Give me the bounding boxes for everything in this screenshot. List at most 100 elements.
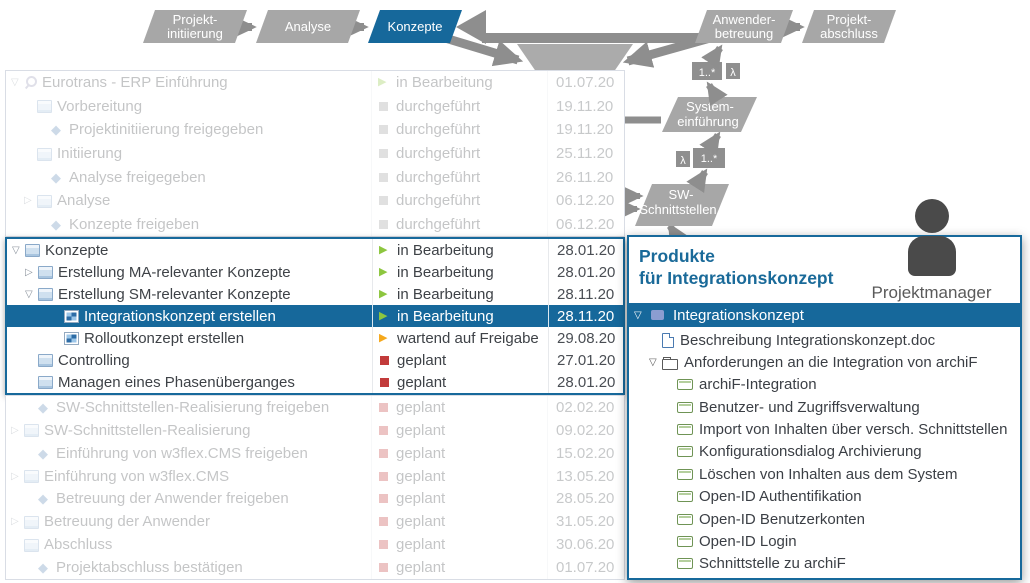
task-row[interactable]: Projektinitiierung freigegeben durchgefü…	[6, 118, 624, 142]
expander-icon[interactable]: ▷	[11, 470, 19, 482]
task-label: SW-Schnittstellen-Realisierung	[44, 421, 251, 439]
task-row[interactable]: ▽ Konzepte in Bearbeitung 28.01.20	[7, 239, 623, 261]
task-row[interactable]: SW-Schnittstellen-Realisierung freigeben…	[6, 396, 624, 419]
status-label: geplant	[397, 373, 447, 391]
status-icon	[379, 266, 392, 279]
product-root-row[interactable]: ▽ Integrationskonzept	[629, 303, 1020, 327]
task-label: Einführung von w3flex.CMS	[44, 467, 230, 485]
expander-icon[interactable]: ▽	[12, 244, 20, 256]
task-tree-section-past: ▽ Eurotrans - ERP Einführung in Bearbeit…	[5, 70, 625, 237]
product-label: Open-ID Benutzerkonten	[699, 510, 865, 528]
product-item[interactable]: Open-ID Login	[629, 530, 1020, 552]
task-row[interactable]: Abschluss geplant 30.06.20	[6, 533, 624, 557]
status-icon	[378, 515, 391, 528]
svg-text:einführung: einführung	[677, 114, 738, 129]
task-row[interactable]: ▽ Erstellung SM-relevanter Konzepte in B…	[7, 283, 623, 305]
product-icon	[677, 558, 693, 570]
product-root-icon	[651, 310, 664, 320]
task-label: Konzepte	[45, 241, 109, 259]
status-icon	[378, 123, 391, 136]
task-row[interactable]: Controlling geplant 27.01.20	[7, 349, 623, 371]
row-icon	[51, 171, 64, 184]
task-row[interactable]: Rolloutkonzept erstellen wartend auf Fre…	[7, 327, 623, 349]
task-row[interactable]: Betreuung der Anwender freigeben geplant…	[6, 487, 624, 511]
expander-icon[interactable]: ▷	[24, 195, 32, 207]
date-value: 09.02.20	[556, 421, 615, 439]
task-row[interactable]: ▷ Einführung von w3flex.CMS geplant 13.0…	[6, 464, 624, 488]
status-label: geplant	[396, 444, 446, 462]
expander-icon[interactable]: ▽	[649, 357, 657, 369]
phase-5[interactable]: Projekt- abschluss	[802, 10, 896, 43]
task-label: Projektinitiierung freigegeben	[69, 121, 264, 139]
status-label: in Bearbeitung	[397, 241, 494, 259]
task-row[interactable]: ▷ Betreuung der Anwender geplant 31.05.2…	[6, 510, 624, 534]
expander-icon[interactable]: ▷	[25, 266, 33, 278]
task-row[interactable]: ▽ Eurotrans - ERP Einführung in Bearbeit…	[6, 71, 624, 95]
date-value: 28.05.20	[556, 490, 615, 508]
expander-open-icon[interactable]: ▽	[634, 309, 642, 321]
task-row[interactable]: ▷ Analyse durchgeführt 06.12.20	[6, 188, 624, 213]
task-row[interactable]: Initiierung durchgeführt 25.11.20	[6, 141, 624, 166]
expander-icon[interactable]: ▷	[11, 516, 19, 528]
task-tree-section-future: SW-Schnittstellen-Realisierung freigeben…	[5, 395, 625, 580]
row-icon	[64, 309, 79, 323]
task-row[interactable]: Analyse freigegeben durchgeführt 26.11.2…	[6, 165, 624, 189]
product-icon	[662, 356, 678, 370]
status-label: durchgeführt	[396, 215, 481, 233]
product-item[interactable]: Löschen von Inhalten aus dem System	[629, 463, 1020, 485]
task-row[interactable]: Konzepte freigeben durchgeführt 06.12.20	[6, 212, 624, 237]
product-label: Open-ID Authentifikation	[699, 488, 862, 506]
svg-text:System-: System-	[686, 99, 734, 114]
realisierung-shape[interactable]	[517, 44, 633, 76]
task-row[interactable]: ▷ Erstellung MA-relevanter Konzepte in B…	[7, 261, 623, 283]
product-item[interactable]: Schnittstelle zu archiF	[629, 553, 1020, 575]
task-row[interactable]: Integrationskonzept erstellen in Bearbei…	[7, 305, 623, 327]
product-item[interactable]: Import von Inhalten über versch. Schnitt…	[629, 418, 1020, 440]
date-value: 30.06.20	[556, 536, 615, 554]
phase-2[interactable]: Analyse	[256, 10, 360, 43]
phase-label: Anwender- betreuung	[712, 11, 776, 41]
product-item[interactable]: Open-ID Benutzerkonten	[629, 508, 1020, 530]
phase-4[interactable]: Anwender- betreuung	[695, 10, 793, 43]
task-row[interactable]: Einführung von w3flex.CMS freigeben gepl…	[6, 441, 624, 465]
task-row[interactable]: ▷ SW-Schnittstellen-Realisierung geplant…	[6, 418, 624, 442]
status-icon	[378, 401, 391, 414]
task-row[interactable]: Projektabschluss bestätigen geplant 01.0…	[6, 556, 624, 579]
expander-icon[interactable]: ▽	[25, 288, 33, 300]
product-item[interactable]: Beschreibung Integrationskonzept.doc	[629, 329, 1020, 351]
expander-icon[interactable]: ▽	[11, 77, 19, 89]
row-icon	[37, 194, 52, 208]
status-icon	[378, 470, 391, 483]
svg-text:Schnittstellen: Schnittstellen	[639, 202, 716, 217]
product-icon	[677, 513, 693, 525]
task-row[interactable]: Managen eines Phasenüberganges geplant 2…	[7, 371, 623, 393]
system-einfuehrung-shape[interactable]	[662, 97, 757, 132]
phase-3[interactable]: Konzepte	[368, 10, 462, 43]
cardinality-box-upper-sym	[726, 63, 740, 79]
sw-schnittstellen-shape[interactable]	[635, 184, 729, 226]
product-item[interactable]: ▽ Anforderungen an die Integration von a…	[629, 351, 1020, 373]
expander-icon[interactable]: ▷	[11, 424, 19, 436]
feedback-bar	[482, 33, 700, 43]
product-icon	[677, 401, 693, 413]
status-label: durchgeführt	[396, 121, 481, 139]
task-row[interactable]: Vorbereitung durchgeführt 19.11.20	[6, 94, 624, 119]
status-label: in Bearbeitung	[397, 263, 494, 281]
task-label: Controlling	[58, 351, 130, 369]
date-value: 26.11.20	[556, 168, 614, 186]
row-icon	[51, 218, 64, 231]
row-icon	[24, 470, 39, 484]
phase-1[interactable]: Projekt- initiierung	[143, 10, 247, 43]
product-item[interactable]: Open-ID Authentifikation	[629, 486, 1020, 508]
product-item[interactable]: Konfigurationsdialog Archivierung	[629, 441, 1020, 463]
date-value: 28.11.20	[557, 307, 615, 325]
panel-title: Produkte für Integrationskonzept	[639, 245, 833, 289]
product-item[interactable]: Benutzer- und Zugriffsverwaltung	[629, 396, 1020, 418]
product-label: Benutzer- und Zugriffsverwaltung	[699, 398, 920, 416]
product-item[interactable]: archiF-Integration	[629, 374, 1020, 396]
arrow-sw-card	[686, 168, 708, 193]
status-icon	[378, 100, 391, 113]
row-icon	[38, 266, 53, 279]
task-label: Integrationskonzept erstellen	[84, 307, 276, 325]
